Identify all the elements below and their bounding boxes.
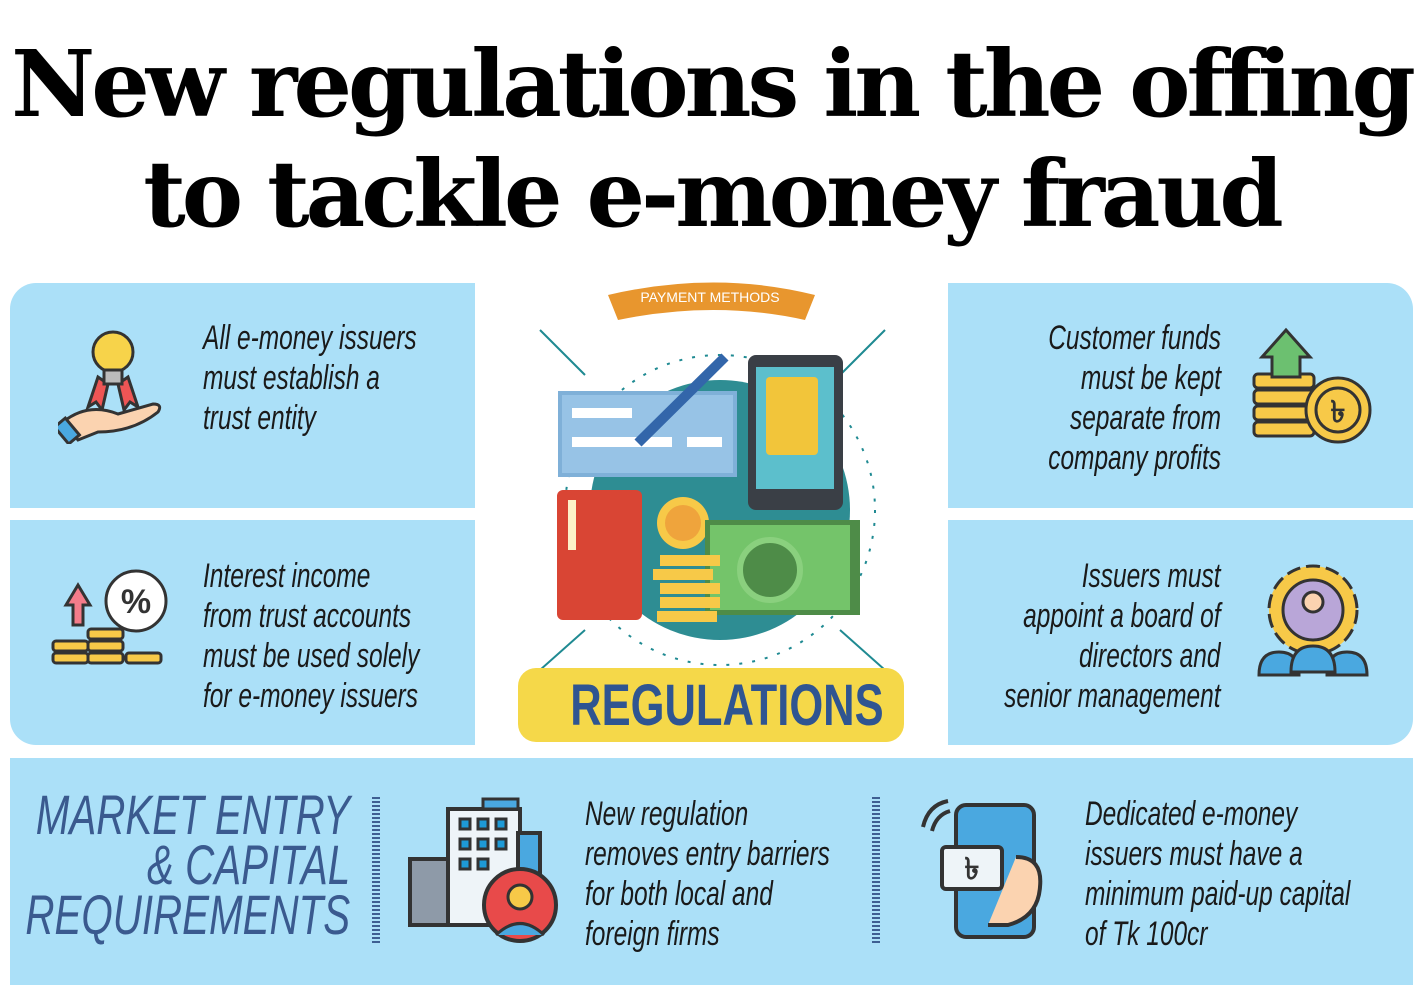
heading-line: REQUIREMENTS: [25, 883, 350, 946]
text-line: must be kept: [1080, 359, 1221, 397]
divider: [872, 797, 880, 945]
text-line: Interest income: [203, 557, 371, 595]
headline-line-2: to tackle e-money fraud: [143, 140, 1283, 248]
heading-line: MARKET ENTRY: [35, 783, 351, 846]
mobile-taka-payment-icon: ৳: [921, 799, 1043, 939]
text-line: from trust accounts: [203, 597, 412, 635]
text-line: minimum paid-up capital: [1085, 875, 1351, 913]
text-line: company profits: [1048, 439, 1221, 477]
headline-line-1: New regulations in the offing: [11, 30, 1416, 138]
text-line: issuers must have a: [1085, 835, 1303, 873]
text-line: trust entity: [203, 399, 316, 437]
lightbulb-hand-icon: [58, 330, 162, 444]
panel-top-left: [10, 283, 475, 508]
interest-coins-icon: %: [51, 569, 168, 665]
text-line: New regulation: [585, 795, 749, 833]
panel-top-left-text: All e-money issuers must establish a tru…: [203, 318, 417, 438]
text-line: for both local and: [585, 875, 773, 913]
panel-bottom: [10, 758, 1413, 985]
svg-text:৳: ৳: [965, 853, 980, 886]
management-gear-icon: [1257, 564, 1369, 677]
text-line: Dedicated e-money: [1085, 795, 1298, 833]
regulations-badge: REGULATIONS: [518, 668, 904, 742]
panel-mid-left-text: Interest income from trust accounts must…: [203, 556, 419, 716]
text-line: Customer funds: [1048, 319, 1221, 357]
text-line: must establish a: [203, 359, 380, 397]
text-line: senior management: [1004, 677, 1221, 715]
panel-top-right-text: Customer funds must be kept separate fro…: [1048, 318, 1221, 478]
text-line: All e-money issuers: [203, 319, 417, 357]
text-line: Issuers must: [1082, 557, 1221, 595]
text-line: for e-money issuers: [203, 677, 418, 715]
text-line: of Tk 100cr: [1085, 915, 1208, 953]
taka-coins-growth-icon: ৳: [1252, 327, 1372, 444]
text-line: foreign firms: [585, 915, 720, 953]
heading-line: & CAPITAL: [146, 833, 350, 896]
svg-text:%: %: [121, 583, 151, 621]
building-businessman-icon: [408, 797, 558, 943]
text-line: must be used solely: [203, 637, 420, 675]
bottom-item-2-text: Dedicated e-money issuers must have a mi…: [1085, 794, 1350, 954]
regulations-label: REGULATIONS: [570, 673, 884, 738]
text-line: appoint a board of: [1023, 597, 1221, 635]
market-entry-heading: MARKET ENTRY & CAPITAL REQUIREMENTS: [25, 783, 351, 946]
bottom-item-1-text: New regulation removes entry barriers fo…: [585, 794, 830, 954]
divider: [372, 797, 380, 945]
panel-mid-right-text: Issuers must appoint a board of director…: [1005, 556, 1221, 716]
text-line: separate from: [1069, 399, 1221, 437]
payment-methods-illustration: PAYMENT METHODS: [539, 282, 886, 670]
banner-text: PAYMENT METHODS: [640, 289, 779, 305]
text-line: directors and: [1079, 637, 1221, 675]
svg-text:৳: ৳: [1331, 396, 1346, 429]
text-line: removes entry barriers: [585, 835, 830, 873]
